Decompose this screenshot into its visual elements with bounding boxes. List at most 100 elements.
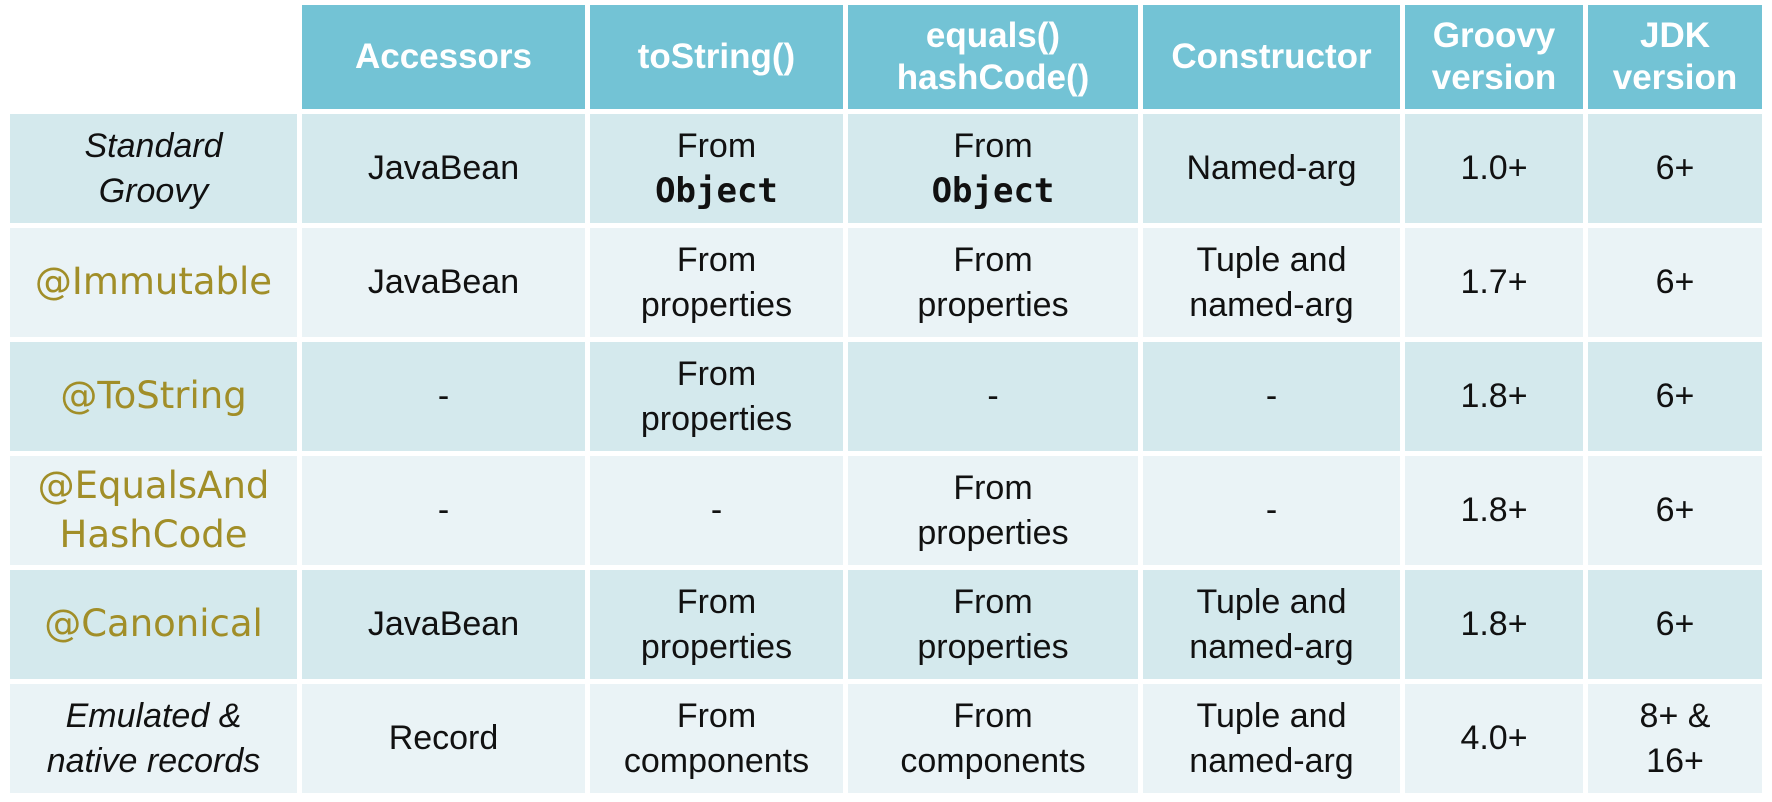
row-label-canonical: @Canonical xyxy=(10,570,297,679)
cell-text: 4.0+ xyxy=(1460,719,1528,758)
cell-text: From properties xyxy=(640,355,793,438)
column-header-label: JDK version xyxy=(1612,16,1738,97)
column-header-label: toString() xyxy=(637,37,796,76)
cell-text: 6+ xyxy=(1655,605,1695,644)
column-header-tostring: toString() xyxy=(590,5,843,109)
cell-accessors: JavaBean xyxy=(302,228,585,337)
cell-jdk-version: 6+ xyxy=(1588,114,1762,223)
row-label-records: Emulated & native records xyxy=(10,684,297,793)
row-label-equalsandhashcode: @EqualsAnd HashCode xyxy=(10,456,297,565)
cell-text: 1.8+ xyxy=(1460,377,1528,416)
cell-text: - xyxy=(1265,377,1278,416)
cell-equals-hashcode: From properties xyxy=(848,228,1138,337)
cell-constructor: Named-arg xyxy=(1143,114,1400,223)
cell-constructor: - xyxy=(1143,456,1400,565)
column-header-label: equals() hashCode() xyxy=(896,16,1090,97)
table-row-tostring: @ToString - From properties - - 1.8+ 6+ xyxy=(10,342,1762,451)
cell-tostring: From components xyxy=(590,684,843,793)
table-row-equalsandhashcode: @EqualsAnd HashCode - - From properties … xyxy=(10,456,1762,565)
table-row-records: Emulated & native records Record From co… xyxy=(10,684,1762,793)
cell-text: Named-arg xyxy=(1186,149,1357,188)
cell-text: From xyxy=(676,127,757,166)
cell-text: 6+ xyxy=(1655,149,1695,188)
cell-text: From xyxy=(953,127,1033,166)
table-row-immutable: @Immutable JavaBean From properties From… xyxy=(10,228,1762,337)
row-label-immutable: @Immutable xyxy=(10,228,297,337)
cell-text: 6+ xyxy=(1655,377,1695,416)
cell-text: 1.0+ xyxy=(1460,149,1528,188)
cell-text: JavaBean xyxy=(367,263,520,302)
row-label-text: @EqualsAnd HashCode xyxy=(37,464,270,556)
cell-text: - xyxy=(437,491,450,530)
column-header-label: Accessors xyxy=(354,37,533,76)
cell-text: 6+ xyxy=(1655,491,1695,530)
cell-code-text: Object xyxy=(655,170,778,211)
cell-text: 8+ & 16+ xyxy=(1639,697,1711,780)
cell-equals-hashcode: - xyxy=(848,342,1138,451)
column-header-jdk-version: JDK version xyxy=(1588,5,1762,109)
groovy-class-features-table: Accessors toString() equals() hashCode()… xyxy=(5,0,1767,798)
cell-text: Record xyxy=(388,719,499,758)
cell-jdk-version: 6+ xyxy=(1588,570,1762,679)
cell-jdk-version: 8+ & 16+ xyxy=(1588,684,1762,793)
row-label-tostring: @ToString xyxy=(10,342,297,451)
cell-groovy-version: 1.7+ xyxy=(1405,228,1583,337)
cell-text: 1.8+ xyxy=(1460,605,1528,644)
cell-equals-hashcode: From components xyxy=(848,684,1138,793)
cell-accessors: - xyxy=(302,456,585,565)
cell-text: 1.8+ xyxy=(1460,491,1528,530)
cell-accessors: - xyxy=(302,342,585,451)
cell-constructor: Tuple and named-arg xyxy=(1143,684,1400,793)
cell-groovy-version: 1.8+ xyxy=(1405,456,1583,565)
cell-tostring: From properties xyxy=(590,570,843,679)
column-header-accessors: Accessors xyxy=(302,5,585,109)
column-header-equals-hashcode: equals() hashCode() xyxy=(848,5,1138,109)
row-label-text: Emulated & native records xyxy=(46,697,261,780)
cell-text: From components xyxy=(900,697,1086,780)
cell-jdk-version: 6+ xyxy=(1588,228,1762,337)
cell-text: 1.7+ xyxy=(1460,263,1528,302)
header-row: Accessors toString() equals() hashCode()… xyxy=(10,5,1762,109)
row-label-text: @ToString xyxy=(60,374,247,418)
cell-text: - xyxy=(437,377,450,416)
row-label-text: @Canonical xyxy=(44,602,263,646)
cell-text: From properties xyxy=(917,583,1069,666)
cell-text: From components xyxy=(623,697,810,780)
cell-groovy-version: 1.8+ xyxy=(1405,570,1583,679)
cell-constructor: Tuple and named-arg xyxy=(1143,228,1400,337)
cell-jdk-version: 6+ xyxy=(1588,342,1762,451)
column-header-label: Groovy version xyxy=(1431,16,1557,97)
cell-tostring: From properties xyxy=(590,228,843,337)
cell-text: From properties xyxy=(917,469,1069,552)
cell-groovy-version: 1.0+ xyxy=(1405,114,1583,223)
cell-tostring: - xyxy=(590,456,843,565)
cell-text: - xyxy=(987,377,999,416)
cell-code-text: Object xyxy=(931,170,1055,211)
cell-jdk-version: 6+ xyxy=(1588,456,1762,565)
table-row-canonical: @Canonical JavaBean From properties From… xyxy=(10,570,1762,679)
row-label-text: Standard Groovy xyxy=(84,127,223,210)
cell-text: Tuple and named-arg xyxy=(1189,697,1354,780)
cell-text: Tuple and named-arg xyxy=(1189,583,1354,666)
cell-text: JavaBean xyxy=(367,605,520,644)
cell-text: From properties xyxy=(917,241,1069,324)
cell-equals-hashcode: From properties xyxy=(848,570,1138,679)
column-header-label: Constructor xyxy=(1171,37,1372,76)
cell-text: Tuple and named-arg xyxy=(1189,241,1354,324)
cell-constructor: - xyxy=(1143,342,1400,451)
cell-equals-hashcode: From properties xyxy=(848,456,1138,565)
column-header-constructor: Constructor xyxy=(1143,5,1400,109)
cell-groovy-version: 1.8+ xyxy=(1405,342,1583,451)
cell-text: - xyxy=(1265,491,1278,530)
cell-accessors: JavaBean xyxy=(302,114,585,223)
column-header-groovy-version: Groovy version xyxy=(1405,5,1583,109)
cell-accessors: JavaBean xyxy=(302,570,585,679)
cell-text: 6+ xyxy=(1655,263,1695,302)
cell-text: From properties xyxy=(640,583,793,666)
cell-groovy-version: 4.0+ xyxy=(1405,684,1583,793)
row-label-standard-groovy: Standard Groovy xyxy=(10,114,297,223)
cell-text: - xyxy=(710,491,723,530)
